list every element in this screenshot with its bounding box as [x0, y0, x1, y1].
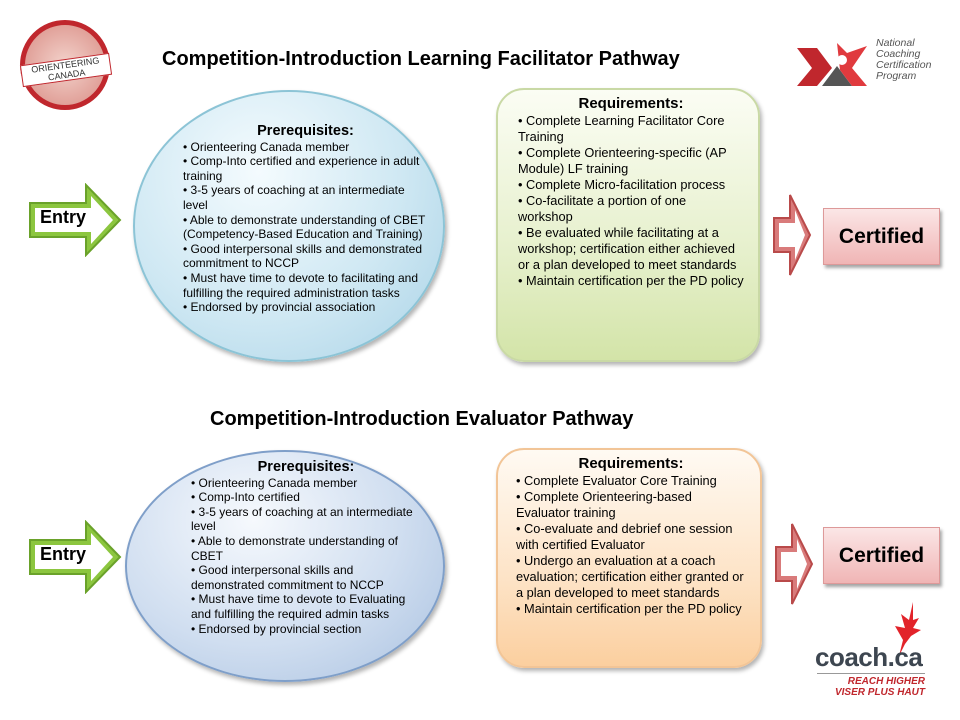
- pathway1-certified-box: Certified: [823, 208, 940, 265]
- requirement-item: • Maintain certification per the PD poli…: [516, 601, 742, 616]
- prereq-item: • Endorsed by provincial section: [191, 621, 362, 636]
- coach-tagline-fr: VISER PLUS HAUT: [834, 687, 925, 698]
- prereq-item: • Must have time to devote to Evaluating…: [191, 592, 406, 621]
- requirement-item: • Complete Micro-facilitation process: [518, 177, 726, 192]
- pathway1-entry-label: Entry: [40, 207, 87, 227]
- pathway2-requirements-box: Requirements: • Complete Evaluator Core …: [496, 448, 762, 668]
- requirement-item: • Complete Learning Facilitator Core Tra…: [518, 113, 725, 144]
- nccp-logo: National Coaching Certification Program: [792, 38, 952, 88]
- maple-leaf-icon: [895, 602, 921, 656]
- pathway2-entry-arrow: Entry: [28, 519, 122, 595]
- pathway1-entry-arrow: Entry: [28, 182, 122, 258]
- prereq-item: • Comp-Into certified: [191, 490, 300, 505]
- coach-ca-wordmark: coach.ca: [815, 642, 923, 672]
- pathway2-arrow-icon: [774, 522, 814, 611]
- requirement-item: • Co-evaluate and debrief one session wi…: [516, 521, 733, 552]
- coach-ca-logo: coach.ca REACH HIGHER VISER PLUS HAUT: [815, 600, 950, 700]
- prereq-item: • Able to demonstrate understanding of C…: [183, 212, 426, 242]
- nccp-logo-text: National Coaching Certification Program: [876, 37, 932, 82]
- pathway1-title: Competition-Introduction Learning Facili…: [162, 48, 680, 70]
- requirement-item: • Be evaluated while facilitating at a w…: [518, 225, 737, 272]
- nccp-emblem-icon: [797, 43, 867, 86]
- prereq-item: • Must have time to devote to facilitati…: [183, 270, 418, 300]
- prereq-item: • Comp-Into certified and experience in …: [183, 154, 420, 183]
- pathway2-req-title: Requirements:: [578, 455, 684, 472]
- pathway2-prerequisites-ellipse: [125, 450, 445, 682]
- pathway2-prereq-title: Prerequisites:: [257, 459, 355, 475]
- pathway2-prerequisites: Prerequisites: • Orienteering Canada mem…: [191, 460, 421, 636]
- prereq-item: • Endorsed by provincial association: [183, 300, 376, 315]
- prereq-item: • Orienteering Canada member: [183, 139, 350, 154]
- prereq-item: • Good interpersonal skills and demonstr…: [191, 563, 384, 592]
- requirement-item: • Maintain certification per the PD poli…: [518, 273, 744, 288]
- coach-tagline-en: REACH HIGHER: [847, 676, 925, 687]
- prereq-item: • 3-5 years of coaching at an intermedia…: [191, 504, 413, 534]
- prereq-item: • 3-5 years of coaching at an intermedia…: [183, 183, 405, 212]
- pathway1-prerequisites-ellipse: [133, 90, 445, 362]
- requirement-item: • Undergo an evaluation at a coach evalu…: [516, 553, 744, 600]
- pathway2-entry-label: Entry: [40, 544, 87, 564]
- prereq-item: • Good interpersonal skills and demonstr…: [183, 241, 422, 271]
- prereq-item: • Orienteering Canada member: [191, 475, 358, 490]
- orienteering-logo-text: ORIENTEERING CANADA: [19, 52, 113, 88]
- requirement-item: • Complete Evaluator Core Training: [516, 473, 717, 488]
- requirement-item: • Co-facilitate a portion of one worksho…: [518, 193, 687, 224]
- pathway2-title: Competition-Introduction Evaluator Pathw…: [210, 408, 634, 430]
- requirement-item: • Complete Orienteering-based Evaluator …: [516, 489, 692, 520]
- pathway1-requirements-box: Requirements: • Complete Learning Facili…: [496, 88, 760, 362]
- pathway1-arrow-icon: [772, 193, 812, 282]
- prereq-item: • Able to demonstrate understanding of C…: [191, 533, 399, 563]
- pathway1-prereq-title: Prerequisites:: [257, 123, 354, 139]
- pathway2-certified-box: Certified: [823, 527, 940, 584]
- orienteering-canada-logo: ORIENTEERING CANADA: [19, 20, 113, 110]
- pathway1-req-title: Requirements:: [578, 95, 684, 112]
- requirement-item: • Complete Orienteering-specific (AP Mod…: [518, 145, 727, 176]
- pathway1-prerequisites: Prerequisites: • Orienteering Canada mem…: [183, 124, 428, 315]
